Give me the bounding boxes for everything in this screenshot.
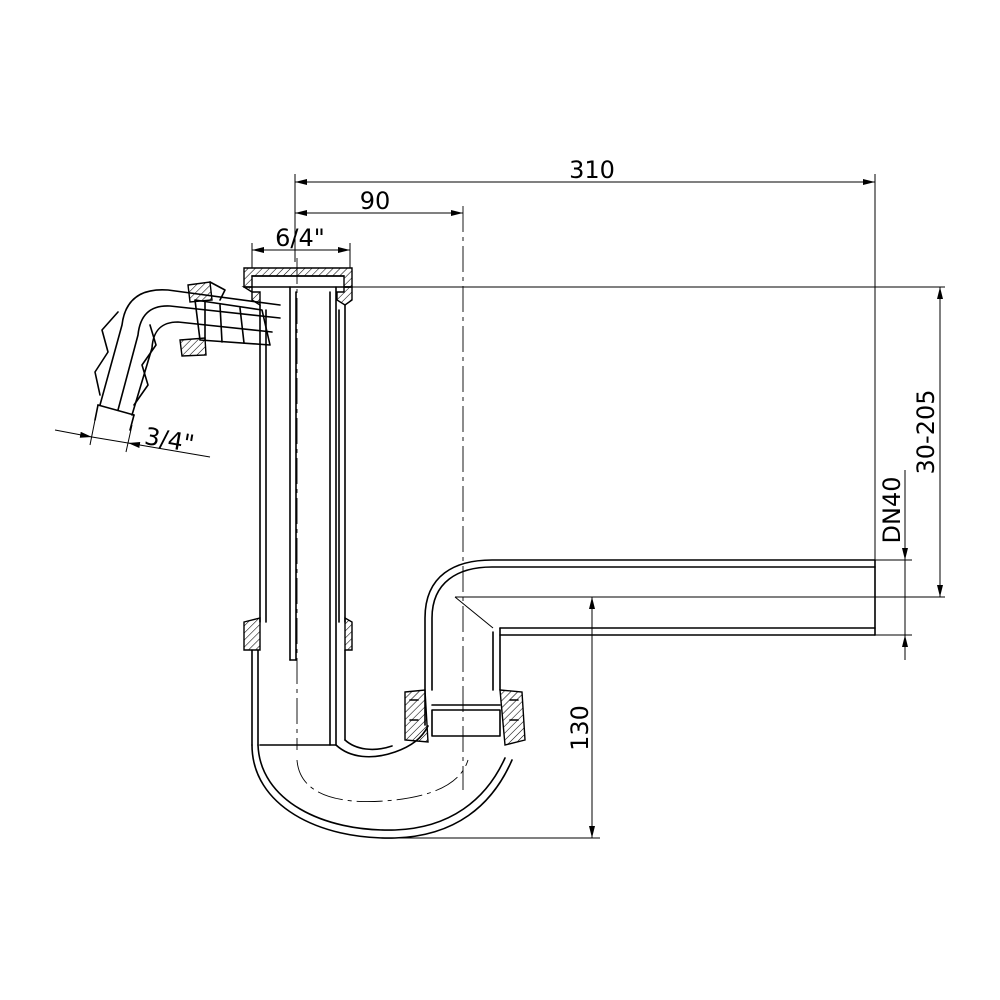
dimension-outlet-nominal: DN40	[875, 470, 912, 660]
dimension-inlet-thread: 6/4"	[251, 224, 351, 268]
dimension-height-range: 30-205	[912, 287, 943, 597]
label-height-range: 30-205	[912, 389, 940, 474]
hose-connector	[94, 281, 281, 431]
dimension-overall-width: 310	[295, 156, 875, 185]
dimension-trap-height: 130	[390, 597, 600, 839]
label-outlet-nominal: DN40	[878, 477, 906, 544]
label-overall-width: 310	[569, 156, 615, 184]
label-trap-height: 130	[566, 705, 594, 751]
dimension-offset: 90	[295, 187, 463, 216]
outer-vertical-pipe	[243, 304, 353, 746]
right-riser	[404, 559, 876, 746]
u-bend	[251, 725, 513, 839]
label-inlet-thread: 6/4"	[275, 224, 325, 252]
inlet-nut	[241, 267, 353, 307]
label-offset: 90	[360, 187, 391, 215]
immersion-tube	[259, 286, 337, 746]
label-hose-thread: 3/4"	[142, 422, 196, 458]
